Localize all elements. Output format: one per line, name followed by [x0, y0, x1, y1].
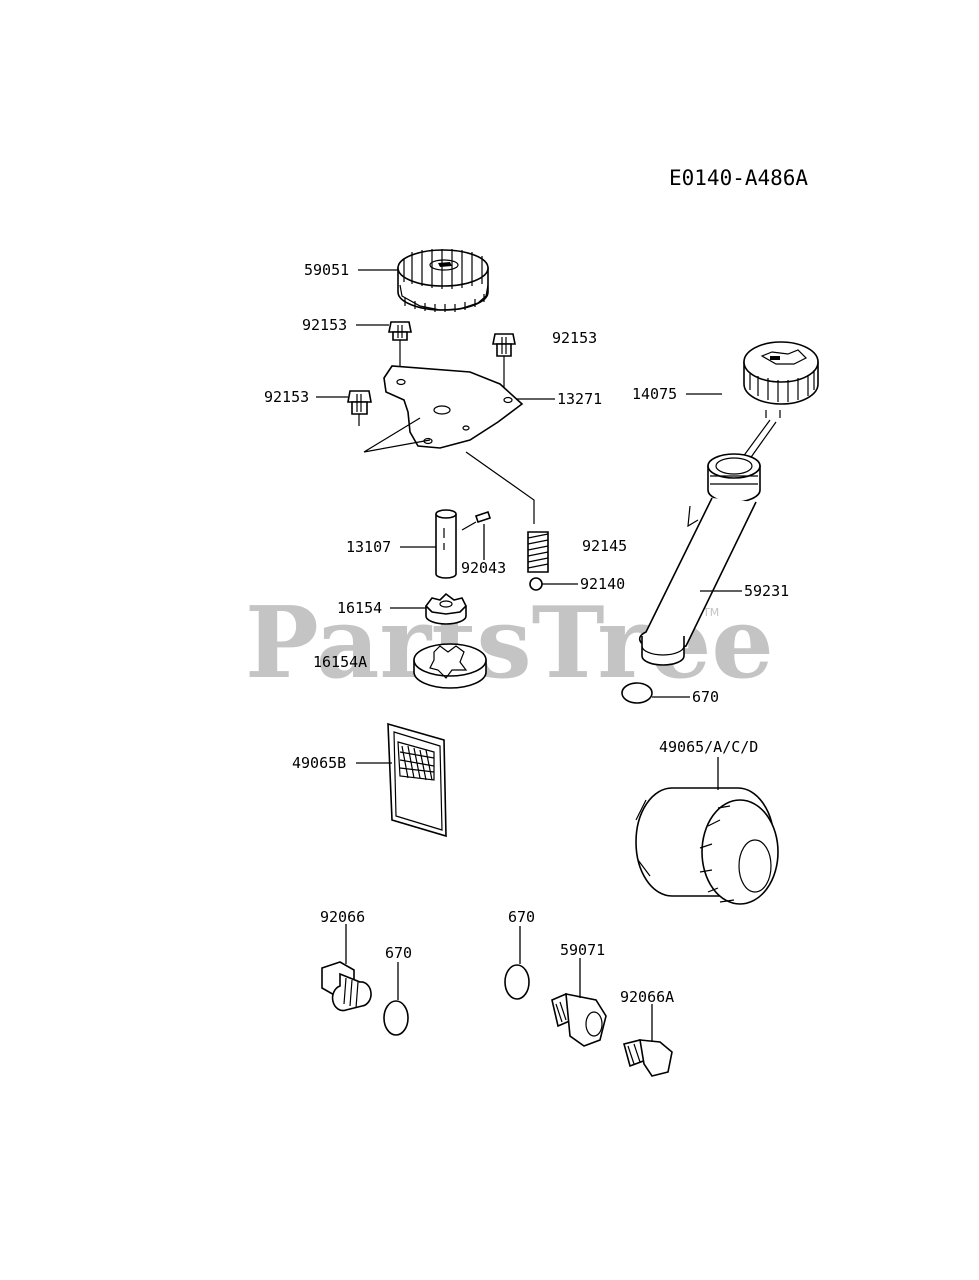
part-gear-59051[interactable]: [397, 249, 489, 312]
part-tube-59231[interactable]: [638, 453, 761, 666]
part-shaft-13107[interactable]: [435, 509, 457, 579]
part-oring-670-c[interactable]: [504, 964, 530, 1000]
part-bolt-92153-c[interactable]: [347, 390, 372, 426]
part-cover-13271[interactable]: [363, 365, 535, 524]
part-ball-92140[interactable]: [529, 577, 543, 591]
callout-670-b: 670: [385, 944, 412, 962]
part-screen-49065b[interactable]: [387, 722, 447, 838]
callout-92153-a: 92153: [302, 316, 347, 334]
callout-92153-c: 92153: [264, 388, 309, 406]
part-filter-49065[interactable]: [635, 787, 779, 905]
part-rotor-16154[interactable]: [424, 592, 467, 625]
callout-92145: 92145: [582, 537, 627, 555]
callout-13271: 13271: [557, 390, 602, 408]
part-spring-92145[interactable]: [527, 531, 549, 573]
diagram-code: E0140-A486A: [669, 166, 808, 190]
part-oring-670-a[interactable]: [621, 682, 653, 704]
callout-92153-b: 92153: [552, 329, 597, 347]
callout-13107: 13107: [346, 538, 391, 556]
part-bolt-92153-b[interactable]: [492, 333, 516, 395]
part-rotor-16154a[interactable]: [413, 643, 487, 689]
callout-92140: 92140: [580, 575, 625, 593]
callout-59051: 59051: [304, 261, 349, 279]
part-plug-92066a[interactable]: [623, 1039, 673, 1077]
callout-14075: 14075: [632, 385, 677, 403]
part-plug-92066[interactable]: [321, 961, 372, 1012]
callout-59231: 59231: [744, 582, 789, 600]
part-cap-14075[interactable]: [725, 341, 819, 485]
callout-49065b: 49065B: [292, 754, 346, 772]
trademark-mark: TM: [702, 606, 719, 619]
callout-16154a: 16154A: [313, 653, 367, 671]
part-fitting-59071[interactable]: [551, 992, 607, 1047]
callout-92066: 92066: [320, 908, 365, 926]
callout-670-a: 670: [692, 688, 719, 706]
callout-16154: 16154: [337, 599, 382, 617]
part-pin-92043[interactable]: [461, 510, 492, 531]
callout-49065: 49065/A/C/D: [659, 738, 758, 756]
part-oring-670-b[interactable]: [383, 1000, 409, 1036]
callout-670-c: 670: [508, 908, 535, 926]
callout-92043: 92043: [461, 559, 506, 577]
callout-92066a: 92066A: [620, 988, 674, 1006]
callout-59071: 59071: [560, 941, 605, 959]
